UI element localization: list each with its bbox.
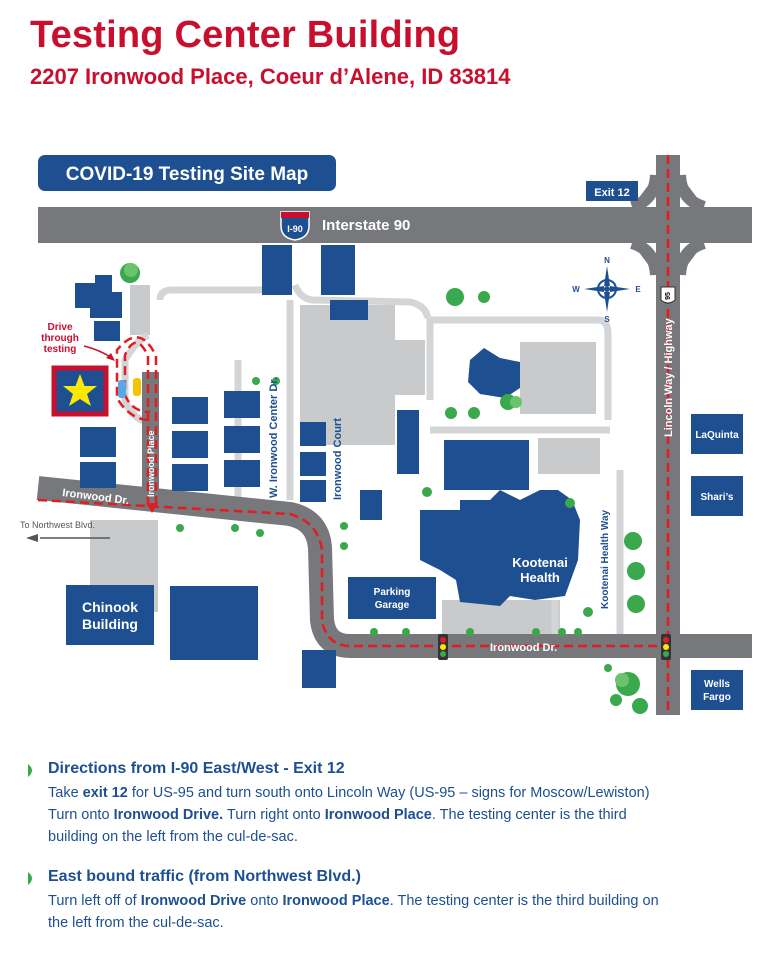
directions-i90: Directions from I-90 East/West - Exit 12… [28,760,728,848]
interchange [629,174,707,276]
directions-eastbound-text: Turn left off of Ironwood Drive onto Iro… [48,893,659,931]
w-ironwood-center-label: W. Ironwood Center Dr. [268,377,280,498]
drive-through-label-2: through [41,333,79,344]
bullet-icon [28,872,32,885]
drive-through-label-1: Drive [47,322,72,333]
directions-eastbound-heading: East bound traffic (from Northwest Blvd.… [48,868,361,885]
laquinta-label: LaQuinta [695,430,739,441]
highway-shield-label: 95 [665,292,672,300]
lincoln-way-label: Lincoln Way / Highway [663,317,675,437]
highway-shield-icon [660,286,676,304]
interstate-shield-label: I-90 [287,224,303,234]
sharis-label: Shari’s [701,492,734,503]
wells-fargo-label-2: Fargo [703,692,731,703]
car-icon [133,378,141,396]
site-map: N S W E COVID-19 Testing Site Map Exit 1… [20,155,752,715]
trees [120,263,648,714]
compass-e: E [635,285,641,294]
chinook-building-label-1: Chinook [82,599,138,615]
kootenai-health-way-label: Kootenai Health Way [600,509,611,609]
compass-w: W [572,285,580,294]
route-arrow [146,503,158,513]
drive-through-label-3: testing [44,344,77,355]
page-title: Testing Center Building [30,14,461,56]
to-northwest-arrowhead [26,534,38,542]
parking-garage-label-2: Garage [375,600,410,611]
interstate-90-label: Interstate 90 [322,217,410,234]
parking-garage-label-1: Parking [374,587,411,598]
kootenai-health-label-2: Health [520,570,560,585]
map-banner: COVID-19 Testing Site Map [66,164,308,185]
buildings [66,181,743,710]
map-banner-bg [38,155,336,191]
compass-s: S [604,315,610,324]
ironwood-dr-east-label: Ironwood Dr. [490,642,557,654]
to-northwest-label: To Northwest Blvd. [20,520,95,530]
wells-fargo-label-1: Wells [704,679,730,690]
traffic-light-icon [438,634,448,660]
exit-12-label: Exit 12 [594,187,629,199]
interstate-90-road [38,207,752,243]
route-line [37,155,670,715]
kootenai-health-label-1: Kootenai [512,555,568,570]
directions-eastbound: East bound traffic (from Northwest Blvd.… [28,868,728,934]
drive-through-arrowhead [106,353,115,361]
bullet-icon [28,764,32,777]
testing-center-marker[interactable] [51,365,109,417]
ironwood-place-label: Ironwood Place [146,430,156,497]
directions-i90-text: Take exit 12 for US-95 and turn south on… [48,785,650,845]
chinook-building-label-2: Building [82,616,138,632]
interstate-shield-icon [280,211,310,241]
ironwood-court-label: Ironwood Court [332,418,344,500]
traffic-light-icon [661,634,671,660]
compass-n: N [604,256,610,265]
address: 2207 Ironwood Place, Coeur d’Alene, ID 8… [30,64,511,89]
car-icon [118,380,126,398]
directions-i90-heading: Directions from I-90 East/West - Exit 12 [48,760,345,777]
compass-rose-icon [584,266,630,312]
